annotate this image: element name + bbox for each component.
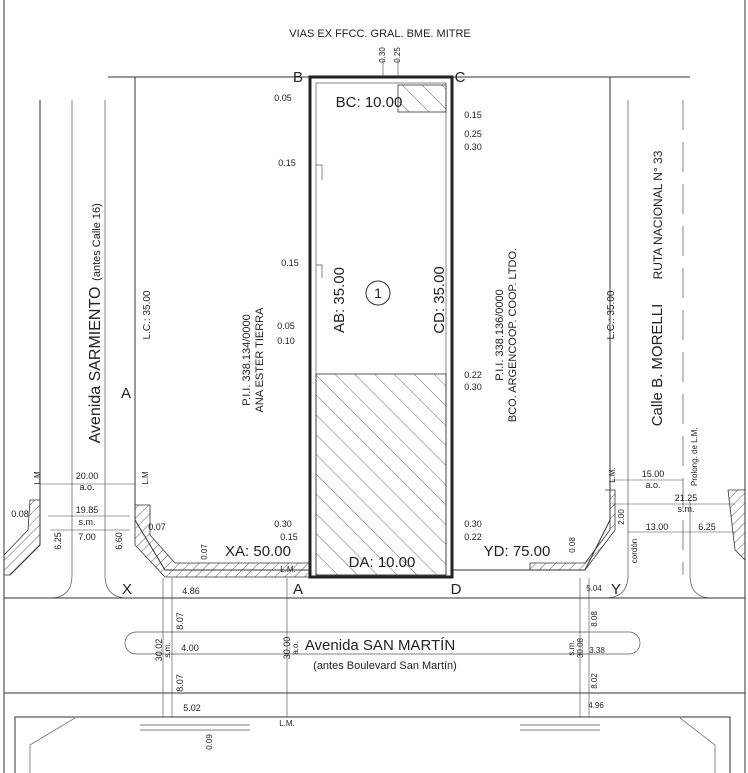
dims-b-504-label: 5.04 [586,584,602,593]
dims-l-030-label: 0.30 [274,519,292,529]
lot-xa-label: XA: 50.00 [225,543,291,560]
dims-b-802-label: 8.02 [590,673,599,689]
dims-m-1500-label: 15.00 [642,469,665,479]
dims-l-015b-label: 0.15 [281,258,299,268]
streets-sarmiento-label: Avenida SARMIENTO [87,287,104,444]
dims-r-030b-label: 0.30 [464,382,482,392]
dims-s-sm-label: s.m. [79,517,96,527]
dims-b-3000-label: 30.00 [282,637,292,660]
corners-C-label: C [455,69,466,86]
dims-m-1300-label: 13.00 [646,522,669,532]
dims-s-625-label: 6.25 [53,532,63,550]
dims-m-008-label: 0.08 [568,537,577,553]
dims-l-010-label: 0.10 [277,336,295,346]
dims-s-700-label: 7.00 [78,532,96,542]
dims-l-005b-label: 0.05 [277,321,295,331]
san-martin-avenue [4,597,745,773]
dims-b-sm2-label: s.m. [567,640,576,655]
dims-top-025-label: 0.25 [393,47,402,63]
corners-B-label: B [293,69,303,86]
lc-left-label: L.C.: 35.00 [142,290,153,339]
dims-b-807a-label: 8.07 [175,612,185,630]
streets-sarmiento-old-label: (antes Calle 16) [91,203,103,281]
lot-number-label: 1 [374,285,382,301]
dims-b-338-label: 3.38 [589,646,605,655]
dims-b-ao-label: a.o. [291,641,300,654]
dims-b-808-label: 8.08 [590,611,599,627]
sarmiento-street [3,77,311,599]
dims-b-3008-label: 30.08 [576,637,585,658]
dims-r-022a-label: 0.22 [464,370,482,380]
corners-A-left-label: A [121,385,131,402]
corners-A-label: A [293,581,303,598]
dims-m-ao-label: a.o. [645,480,660,490]
dims-b-lm-label: L.M. [279,719,295,728]
morelli-street [452,77,746,599]
dims-l-015c-label: 0.15 [280,532,298,542]
dims-r-030c-label: 0.30 [464,519,482,529]
lot-cd-label: CD: 35.00 [431,266,448,334]
neighbors-right-id-label: P.I.I. 338.136/0000 [494,289,506,381]
dims-m-200-label: 2.00 [617,509,626,525]
dims-m-625-label: 6.25 [698,522,716,532]
dims-s-ao-label: a.o. [79,482,94,492]
title-label: VIAS EX FFCC. GRAL. BME. MITRE [289,28,471,40]
lot-1 [308,75,454,579]
dims-b-807b-label: 8.07 [175,674,185,692]
dims-r-030a-label: 0.30 [464,142,482,152]
streets-san-martin-old-label: (antes Boulevard San Martín) [313,660,457,672]
neighbors-right-owner-label: BCO. ARGENCOOP. COOP. LTDO. [507,248,519,422]
lot-bc-label: BC: 10.00 [336,94,403,111]
dims-b-502-label: 5.02 [183,703,201,713]
dims-s-2000-label: 20.00 [76,471,99,481]
dims-m-sm-label: s.m. [678,504,695,514]
lc-right-label: L.C.: 35.00 [606,290,617,339]
corners-Y-label: Y [611,581,621,598]
dims-b-496-label: 4.96 [588,701,604,710]
dims-s-660-label: 6.60 [114,532,124,550]
dims-b-sm-label: s.m. [163,642,172,657]
dims-b-486-label: 4.86 [182,586,200,596]
dims-cordon-label: cordón [630,539,639,563]
lot-yd-label: YD: 75.00 [484,543,551,560]
dims-r-022b-label: 0.22 [464,532,482,542]
dims-b-3002-label: 30.02 [154,639,164,662]
dims-lm-r-label: L.M. [608,467,617,483]
labels: VIAS EX FFCC. GRAL. BME. MITRE B C D A A X Y 1 BC… [11,28,716,750]
dims-lm-2-label: L.M [141,471,150,485]
dims-b-400-label: 4.00 [181,643,199,653]
dims-s-008-label: 0.08 [11,509,29,519]
streets-ruta-label: RUTA NACIONAL N° 33 [651,150,665,279]
corners-D-label: D [451,581,462,598]
lot-ab-label: AB: 35.00 [331,267,348,333]
neighbors-left-id-label: P.I.I. 338.134/0000 [241,314,253,406]
lot-da-label: DA: 10.00 [349,554,416,571]
corners-X-label: X [122,581,132,598]
dims-s-1985-label: 19.85 [76,505,99,515]
dimension-lines [40,60,735,717]
streets-morelli-label: Calle B. MORELLI [649,304,666,427]
dims-a-lm-label: L.M. [280,565,296,574]
dims-r-025-label: 0.25 [464,129,482,139]
dims-l-005a-label: 0.05 [274,93,292,103]
dims-prolong-label: Prolong. de L.M. [690,427,699,486]
dims-l-015a-label: 0.15 [278,158,296,168]
dims-m-2125-label: 21.25 [675,493,698,503]
frame [3,0,746,773]
dims-lm-1-label: L.M [33,471,42,485]
dims-s-007b-label: 0.07 [200,544,209,560]
neighbors-left-owner-label: ANA ESTER TIERRA [254,307,266,413]
streets-san-martin-label: Avenida SAN MARTÍN [305,637,455,654]
dims-r-015a-label: 0.15 [464,110,482,120]
dims-s-007a-label: 0.07 [148,522,166,532]
dims-b-009-label: 0.09 [205,734,214,750]
dims-top-030-label: 0.30 [378,47,387,63]
